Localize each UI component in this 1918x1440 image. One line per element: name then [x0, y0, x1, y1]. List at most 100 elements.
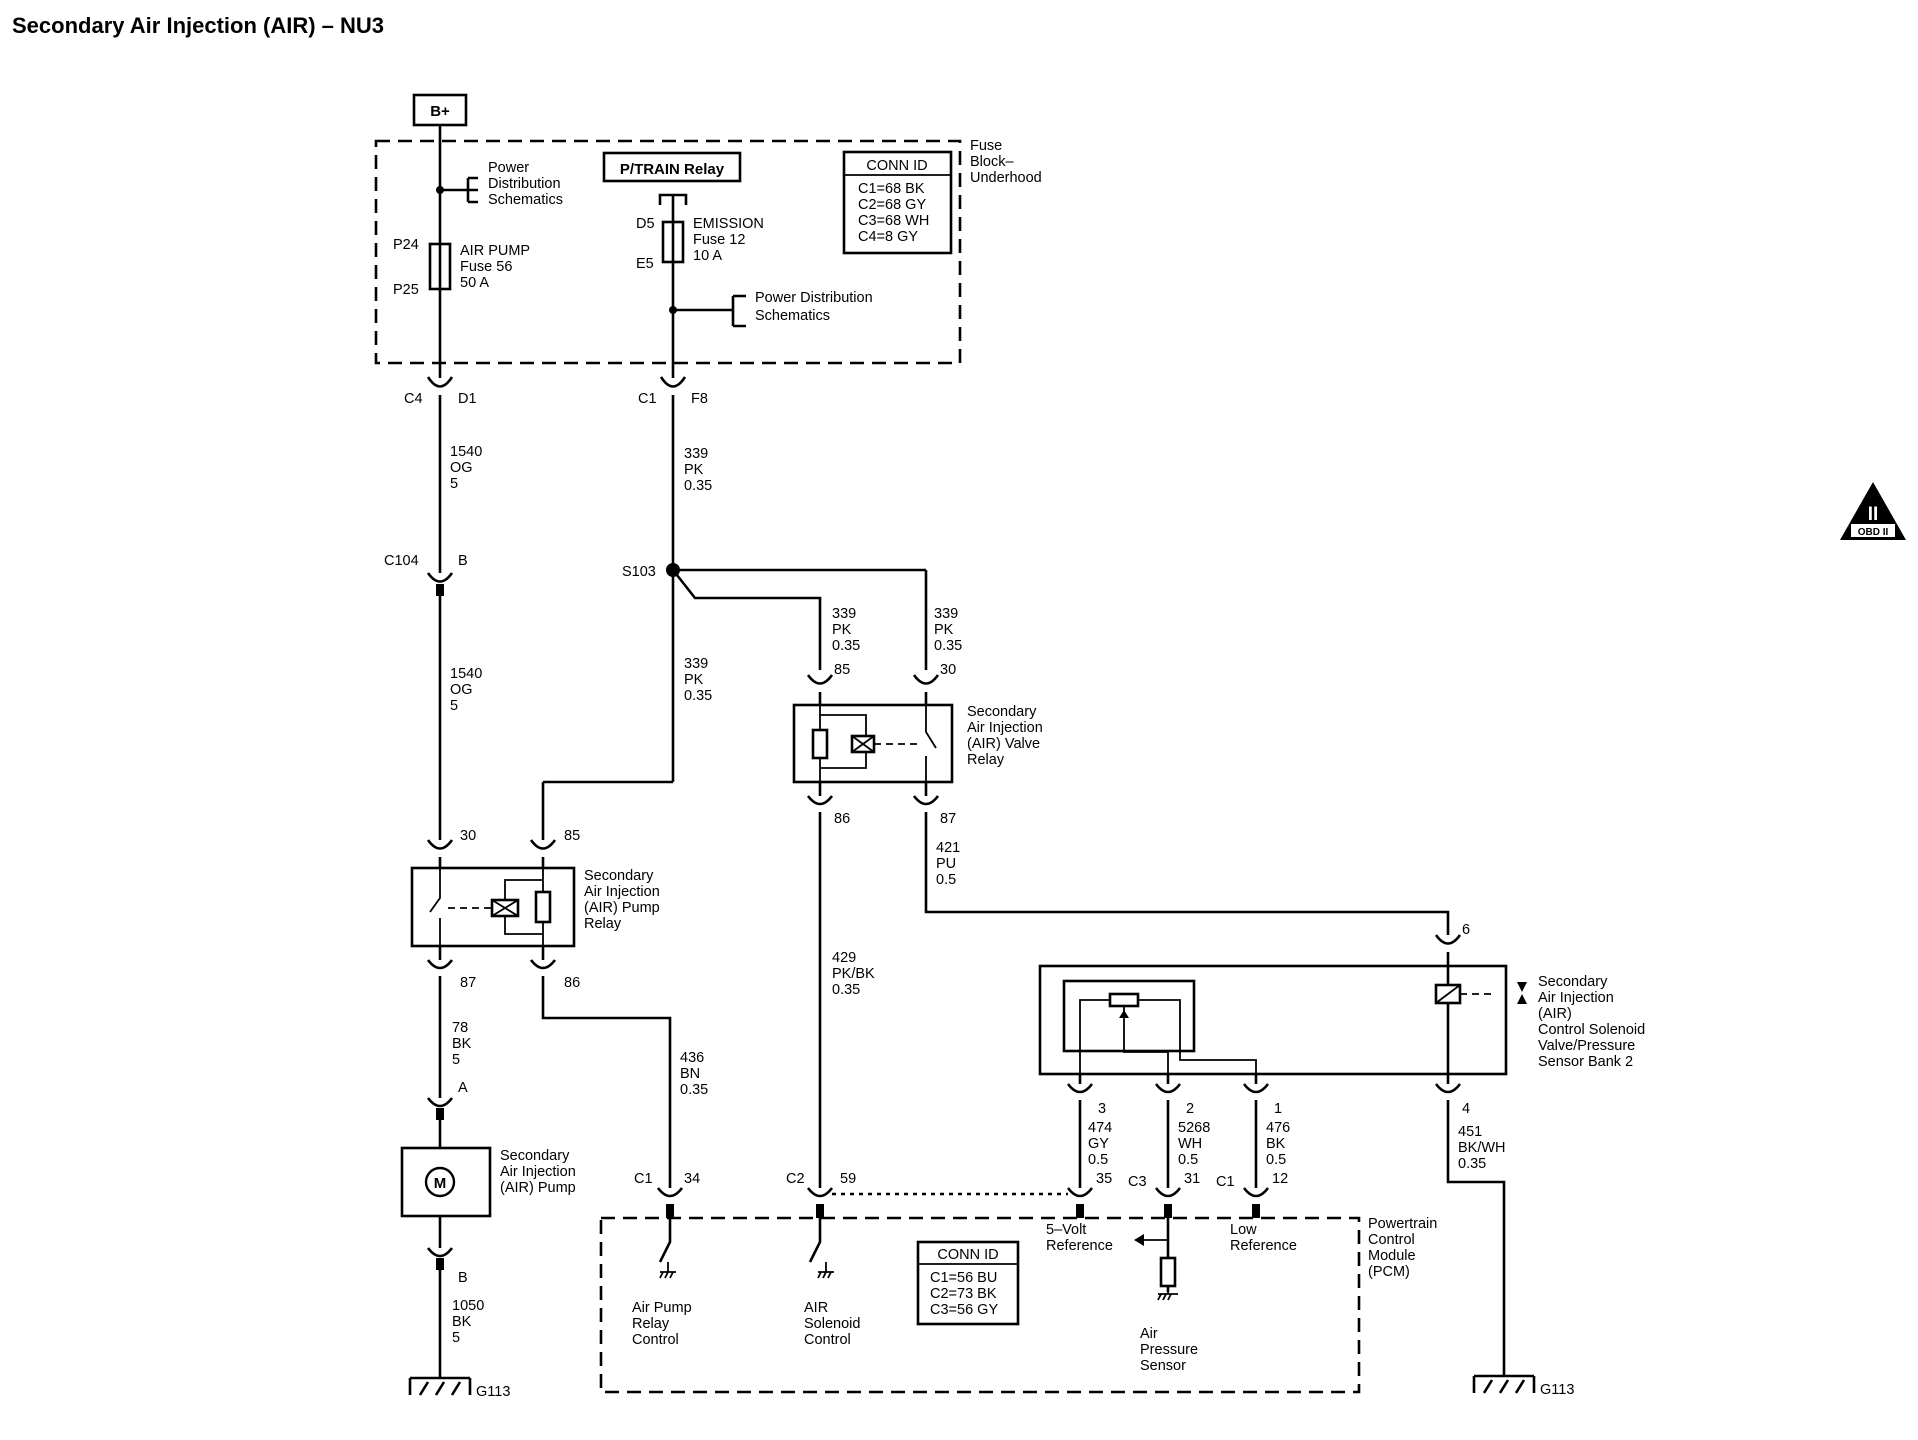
five-volt-reference-label: 5–Volt Reference [1046, 1222, 1113, 1254]
svg-text:Air Injection: Air Injection [584, 884, 660, 900]
pcm-c2-59 [806, 1187, 834, 1198]
valve-relay [792, 674, 954, 806]
valve-relay-label: Secondary Air Injection (AIR) Valve Rela… [967, 704, 1043, 768]
svg-text:0.5: 0.5 [1178, 1152, 1198, 1168]
svg-text:0.35: 0.35 [934, 638, 962, 654]
svg-text:34: 34 [684, 1171, 700, 1187]
svg-text:Reference: Reference [1230, 1238, 1297, 1254]
svg-text:339: 339 [934, 606, 958, 622]
ptrain-relay-box [602, 151, 742, 183]
svg-text:339: 339 [684, 446, 708, 462]
svg-text:Module: Module [1368, 1248, 1416, 1264]
svg-text:4: 4 [1462, 1101, 1470, 1117]
svg-text:C1=56 BU: C1=56 BU [930, 1270, 997, 1286]
connector-c4-d1 [426, 376, 454, 388]
svg-text:Pressure: Pressure [1140, 1342, 1198, 1358]
svg-text:CONN ID: CONN ID [937, 1247, 998, 1263]
svg-text:59: 59 [840, 1171, 856, 1187]
air-pressure-sensor-label: Air Pressure Sensor [1140, 1326, 1198, 1374]
motor-symbol: M [434, 1175, 447, 1192]
svg-text:WH: WH [1178, 1136, 1202, 1152]
svg-text:C1: C1 [1216, 1174, 1235, 1190]
svg-text:C1: C1 [634, 1171, 653, 1187]
svg-text:PK: PK [684, 462, 704, 478]
battery-box [412, 93, 468, 127]
svg-text:0.35: 0.35 [1458, 1156, 1486, 1172]
svg-text:BK: BK [1266, 1136, 1286, 1152]
svg-text:30: 30 [940, 662, 956, 678]
svg-text:Control: Control [632, 1332, 679, 1348]
svg-text:50 A: 50 A [460, 275, 489, 291]
svg-text:Fuse 12: Fuse 12 [693, 232, 745, 248]
svg-text:Sensor: Sensor [1140, 1358, 1186, 1374]
svg-text:10 A: 10 A [693, 248, 722, 264]
page-title: Secondary Air Injection (AIR) – NU3 [12, 13, 384, 38]
wire-436: 436 BN 0.35 [680, 1050, 708, 1098]
pump-relay-label: Secondary Air Injection (AIR) Pump Relay [584, 868, 660, 932]
pcm-label: Powertrain Control Module (PCM) [1368, 1216, 1437, 1280]
svg-text:31: 31 [1184, 1171, 1200, 1187]
svg-text:5–Volt: 5–Volt [1046, 1222, 1086, 1238]
svg-text:451: 451 [1458, 1124, 1482, 1140]
svg-text:339: 339 [832, 606, 856, 622]
svg-text:C4=8 GY: C4=8 GY [858, 229, 918, 245]
fuse-56-in-label: P24 [393, 237, 419, 253]
svg-text:0.35: 0.35 [684, 478, 712, 494]
svg-text:II: II [1868, 504, 1879, 525]
svg-text:Schematics: Schematics [488, 192, 563, 208]
wire-474: 474 GY 0.5 [1088, 1120, 1112, 1168]
wire-1540-b: 1540 OG 5 [450, 666, 482, 714]
svg-text:5: 5 [452, 1330, 460, 1346]
svg-text:0.5: 0.5 [1088, 1152, 1108, 1168]
svg-text:Distribution: Distribution [488, 176, 561, 192]
svg-text:Air Injection: Air Injection [967, 720, 1043, 736]
svg-text:Power Distribution: Power Distribution [755, 290, 873, 306]
svg-text:87: 87 [460, 975, 476, 991]
svg-text:C2=68 GY: C2=68 GY [858, 197, 926, 213]
svg-text:BK/WH: BK/WH [1458, 1140, 1506, 1156]
svg-text:Relay: Relay [584, 916, 622, 932]
ptrain-contact [658, 193, 688, 222]
svg-text:GY: GY [1088, 1136, 1109, 1152]
wire-339-b: 339 PK 0.35 [684, 656, 712, 704]
pcm-boundary [599, 1216, 1361, 1394]
svg-text:1540: 1540 [450, 444, 482, 460]
svg-text:(AIR) Pump: (AIR) Pump [500, 1180, 576, 1196]
connector-c104 [426, 572, 454, 583]
svg-text:PK: PK [934, 622, 954, 638]
fuse-56-label: AIR PUMP Fuse 56 50 A [460, 243, 530, 291]
svg-text:0.35: 0.35 [684, 688, 712, 704]
svg-text:(AIR): (AIR) [1538, 1006, 1572, 1022]
svg-text:EMISSION: EMISSION [693, 216, 764, 232]
svg-text:AIR: AIR [804, 1300, 828, 1316]
air-pump-relay-control-switch [658, 1218, 676, 1279]
wire-78: 78 BK 5 [452, 1020, 472, 1068]
wire-429: 429 PK/BK 0.35 [832, 950, 875, 998]
svg-text:A: A [458, 1080, 468, 1096]
svg-text:C1: C1 [638, 391, 657, 407]
pcm-conn-id: CONN ID C1=56 BU C2=73 BK C3=56 GY [916, 1240, 1020, 1326]
pds-bracket-1 [466, 176, 478, 204]
svg-text:Low: Low [1230, 1222, 1257, 1238]
svg-text:86: 86 [834, 811, 850, 827]
pds-label-1: Power Distribution Schematics [488, 160, 563, 208]
svg-text:B: B [458, 553, 468, 569]
svg-text:1050: 1050 [452, 1298, 484, 1314]
svg-text:339: 339 [684, 656, 708, 672]
wire-1050: 1050 BK 5 [452, 1298, 484, 1346]
svg-text:AIR PUMP: AIR PUMP [460, 243, 530, 259]
pcm-c3-31 [1154, 1187, 1182, 1198]
svg-text:1: 1 [1274, 1101, 1282, 1117]
fuse-56-out-label: P25 [393, 282, 419, 298]
svg-text:Air Pump: Air Pump [632, 1300, 692, 1316]
pcm-c3-35 [1066, 1187, 1094, 1198]
svg-text:Secondary: Secondary [584, 868, 654, 884]
solenoid-valve-icon [1517, 982, 1527, 1004]
svg-text:C2: C2 [786, 1171, 805, 1187]
svg-text:PK: PK [832, 622, 852, 638]
svg-text:0.35: 0.35 [832, 638, 860, 654]
fuse-12-out-label: E5 [636, 256, 654, 272]
wire-1540-a: 1540 OG 5 [450, 444, 482, 492]
svg-text:2: 2 [1186, 1101, 1194, 1117]
svg-text:5: 5 [450, 698, 458, 714]
